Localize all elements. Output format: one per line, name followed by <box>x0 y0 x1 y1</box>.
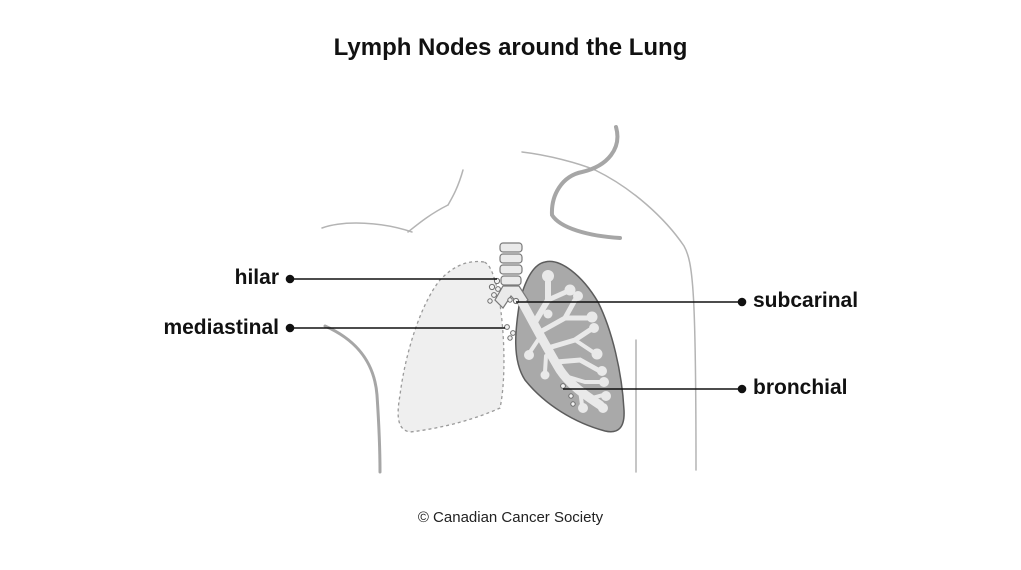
label-subcarinal: subcarinal <box>753 289 858 312</box>
label-mediastinal: mediastinal <box>163 316 279 339</box>
copyright-footer: © Canadian Cancer Society <box>417 509 604 526</box>
alveoli <box>524 270 611 413</box>
trachea <box>494 242 529 309</box>
label-bronchial: bronchial <box>753 376 848 399</box>
armpit-left-line <box>323 324 382 474</box>
subcarinal-node <box>512 297 520 305</box>
shoulder-left-line <box>407 204 449 233</box>
left-lung <box>397 260 505 433</box>
shoulder-right-line <box>521 151 697 471</box>
diagram-title: Lymph Nodes around the Lung <box>333 34 688 61</box>
bronchial-node <box>560 383 566 389</box>
mediastinal-node <box>504 324 510 330</box>
neck-right-line <box>549 125 622 240</box>
label-hilar: hilar <box>235 266 279 289</box>
lymph-nodes <box>487 277 576 407</box>
body-outline <box>321 125 697 474</box>
clavicle-left-line <box>321 222 413 233</box>
neck-left-line <box>447 169 464 206</box>
leader-lines <box>285 274 747 394</box>
